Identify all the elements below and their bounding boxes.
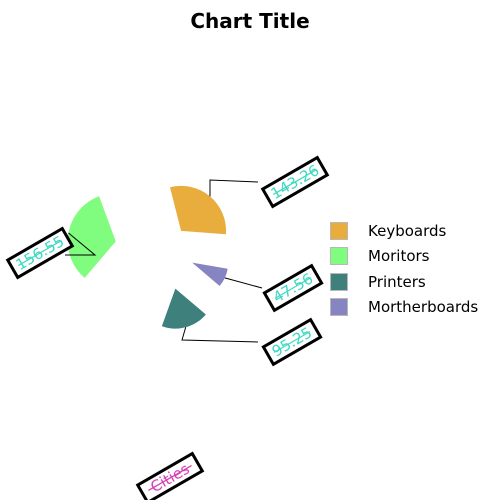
legend-swatch — [330, 298, 348, 317]
legend-swatch — [330, 221, 348, 240]
legend-item-printers: Printers — [330, 269, 478, 295]
legend-label: Printers — [368, 272, 426, 291]
chart-legend: Keyboards Moritors Printers Mortherboard… — [330, 218, 478, 320]
label-strike — [18, 240, 62, 266]
value-label-printers: 95.25 — [261, 317, 323, 367]
legend-label: Moritors — [368, 247, 430, 266]
value-label-mortherboards: 47.56 — [262, 263, 324, 313]
legend-label: Mortherboards — [368, 298, 479, 317]
legend-item-mortherboards: Mortherboards — [330, 295, 478, 321]
label-strike — [273, 169, 317, 195]
leader-line — [224, 277, 263, 289]
pie-slice-mortherboards — [192, 262, 228, 286]
leader-line — [181, 327, 259, 343]
legend-label: Keyboards — [368, 221, 447, 240]
chart-title: Chart Title — [190, 9, 310, 33]
legend-swatch — [330, 272, 348, 291]
pie-slice-printers — [161, 288, 206, 329]
legend-item-keyboards: Keyboards — [330, 218, 478, 244]
legend-swatch — [330, 247, 348, 266]
leader-line — [65, 232, 97, 256]
label-strike — [274, 277, 312, 299]
label-strike — [273, 331, 311, 353]
axis-label: Cities — [135, 451, 205, 500]
value-label-keyboards: 143.26 — [260, 155, 330, 209]
pie-slice-keyboards — [169, 185, 227, 235]
legend-item-moritors: Moritors — [330, 244, 478, 270]
leader-line — [209, 179, 259, 197]
label-strike — [148, 465, 192, 491]
pie-slice-moritors — [67, 196, 116, 278]
value-label-moritors: 156.55 — [5, 226, 75, 280]
